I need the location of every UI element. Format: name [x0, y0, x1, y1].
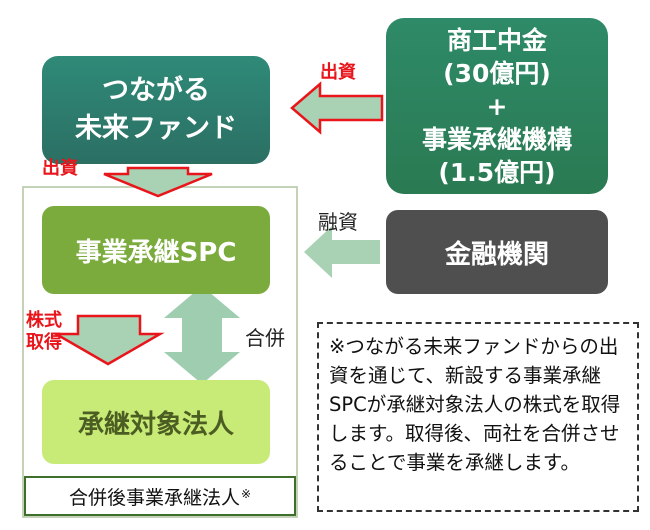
loan-label: 融資: [318, 210, 358, 234]
spc-label: 事業承継SPC: [75, 237, 237, 268]
share-acquisition-line1: 株式: [26, 310, 62, 331]
shoko-line4: 事業承継機構: [421, 124, 572, 154]
financial-institution-node: 金融機関: [386, 210, 608, 294]
target-company-node: 承継対象法人: [42, 380, 270, 464]
fund-line1: つながる: [102, 75, 210, 106]
mirai-fund-node: つながる 未来ファンド: [42, 56, 270, 164]
shoko-chukin-node: 商工中金 (30億円) + 事業承継機構 (1.5億円): [386, 18, 608, 194]
shoko-line1: 商工中金: [446, 25, 547, 55]
share-acquisition-label: 株式 取得: [26, 310, 66, 354]
succession-spc-node: 事業承継SPC: [42, 206, 270, 294]
merged-entity-label: 合併後事業承継法人※: [24, 476, 296, 516]
investment-arrow-down: [103, 166, 213, 198]
loan-arrow: [304, 226, 380, 278]
merger-label: 合併: [245, 326, 285, 350]
investment-label-top: 出資: [320, 62, 356, 83]
shoko-line5: (1.5億円): [438, 157, 556, 187]
fund-line2: 未来ファンド: [75, 113, 237, 144]
merged-label-mark: ※: [240, 487, 252, 501]
share-acquisition-arrow: [51, 314, 165, 366]
merger-double-arrow: [164, 286, 240, 384]
shoko-line3: +: [486, 91, 508, 121]
investment-arrow-left: [290, 81, 384, 135]
bank-label: 金融機関: [444, 239, 549, 270]
merged-label-text: 合併後事業承継法人: [68, 486, 240, 509]
investment-label-left: 出資: [42, 158, 78, 179]
explanatory-note: ※つながる未来ファンドからの出資を通じて、新設する事業承継SPCが承継対象法人の…: [317, 322, 639, 512]
shoko-line2: (30億円): [443, 58, 551, 88]
share-acquisition-line2: 取得: [26, 332, 62, 353]
target-label: 承継対象法人: [77, 409, 234, 440]
